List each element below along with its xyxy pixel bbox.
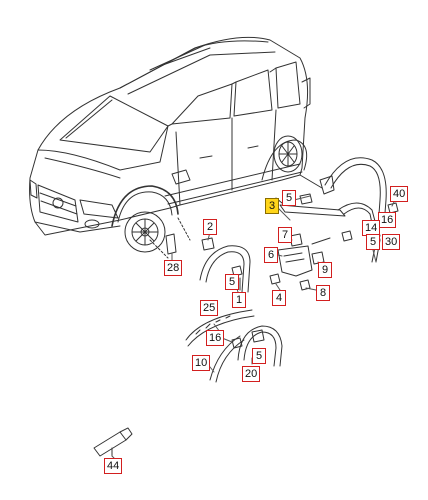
callout-30[interactable]: 30 bbox=[382, 234, 401, 250]
callout-44[interactable]: 44 bbox=[104, 458, 123, 474]
callout-16[interactable]: 16 bbox=[206, 330, 225, 346]
callout-9[interactable]: 9 bbox=[318, 262, 332, 278]
rear-wheel-arch-parts bbox=[275, 157, 399, 263]
callout-16[interactable]: 16 bbox=[378, 212, 397, 228]
callout-10[interactable]: 10 bbox=[192, 355, 211, 371]
callout-1[interactable]: 1 bbox=[232, 292, 246, 308]
callout-6[interactable]: 6 bbox=[264, 247, 278, 263]
callout-28[interactable]: 28 bbox=[164, 260, 183, 276]
callout-8[interactable]: 8 bbox=[316, 285, 330, 301]
callout-5[interactable]: 5 bbox=[225, 274, 239, 290]
callout-5[interactable]: 5 bbox=[282, 190, 296, 206]
callout-4[interactable]: 4 bbox=[272, 290, 286, 306]
callout-40[interactable]: 40 bbox=[390, 186, 409, 202]
callout-2[interactable]: 2 bbox=[203, 219, 217, 235]
callout-14[interactable]: 14 bbox=[362, 220, 381, 236]
adhesive-tube bbox=[93, 427, 133, 457]
front-wheel-arch-parts bbox=[165, 233, 251, 293]
callout-25[interactable]: 25 bbox=[200, 300, 219, 316]
vehicle-illustration bbox=[29, 36, 311, 253]
lower-trim-parts bbox=[185, 309, 283, 383]
callout-5[interactable]: 5 bbox=[366, 234, 380, 250]
callout-3[interactable]: 3 bbox=[265, 198, 279, 214]
callout-7[interactable]: 7 bbox=[278, 227, 292, 243]
callout-20[interactable]: 20 bbox=[242, 366, 261, 382]
callout-5[interactable]: 5 bbox=[252, 348, 266, 364]
